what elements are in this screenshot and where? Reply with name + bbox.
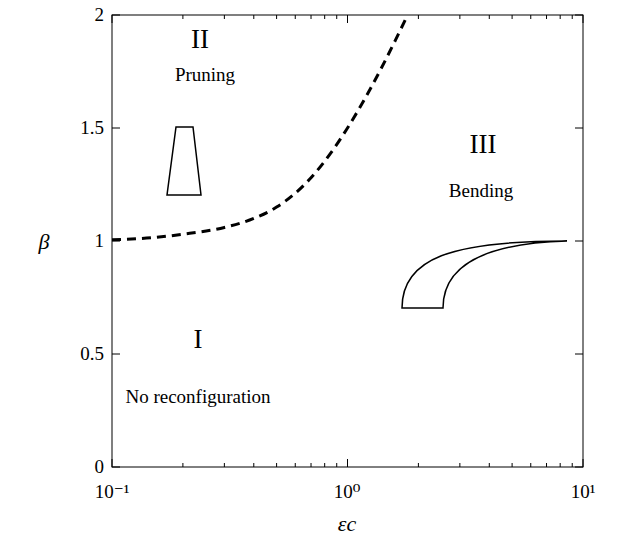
- tick-label: 1: [95, 230, 105, 252]
- tick-label: 0: [95, 456, 105, 478]
- x-tick: [530, 463, 531, 467]
- chart-lines: [112, 15, 583, 467]
- tick-label: 10⁻¹: [95, 481, 130, 503]
- x-tick: [572, 463, 573, 467]
- x-tick: [324, 463, 325, 467]
- x-tick: [336, 15, 337, 19]
- x-tick: [295, 15, 296, 19]
- region-name: Pruning: [175, 64, 235, 86]
- pruned-stem-glyph: [167, 127, 201, 195]
- x-tick: [311, 15, 312, 19]
- y-tick: [112, 15, 120, 16]
- axis-label: β: [39, 229, 50, 254]
- x-tick: [324, 15, 325, 19]
- x-tick: [336, 463, 337, 467]
- y-tick: [112, 128, 120, 129]
- x-tick: [459, 463, 460, 467]
- region-number: III: [470, 129, 497, 160]
- plot-frame: [112, 15, 583, 467]
- y-tick: [575, 241, 583, 242]
- x-tick: [224, 15, 225, 19]
- x-tick: [112, 15, 113, 23]
- x-tick: [459, 15, 460, 19]
- x-tick: [560, 15, 561, 19]
- bent-stem-glyph: [402, 241, 567, 308]
- region-number: II: [191, 24, 209, 55]
- x-tick: [311, 463, 312, 467]
- x-tick: [182, 463, 183, 467]
- x-tick: [418, 15, 419, 19]
- x-tick: [512, 463, 513, 467]
- axis-label: εc: [338, 511, 356, 536]
- x-tick: [512, 15, 513, 19]
- y-tick: [575, 354, 583, 355]
- tick-label: 10¹: [571, 481, 596, 503]
- x-tick: [583, 459, 584, 467]
- x-tick: [489, 463, 490, 467]
- x-tick: [224, 463, 225, 467]
- x-tick: [546, 15, 547, 19]
- y-tick: [575, 15, 583, 16]
- tick-label: 10⁰: [334, 481, 361, 503]
- x-tick: [295, 463, 296, 467]
- x-tick: [560, 463, 561, 467]
- x-tick: [489, 15, 490, 19]
- y-tick: [112, 467, 120, 468]
- y-tick: [575, 467, 583, 468]
- x-tick: [546, 463, 547, 467]
- x-tick: [572, 15, 573, 19]
- x-tick: [276, 463, 277, 467]
- region-name: Bending: [449, 180, 513, 202]
- x-tick: [418, 463, 419, 467]
- region-number: I: [194, 324, 203, 355]
- tick-label: 2: [95, 4, 105, 26]
- y-tick: [575, 128, 583, 129]
- y-tick: [112, 354, 120, 355]
- tick-label: 1.5: [80, 117, 104, 139]
- x-tick: [253, 463, 254, 467]
- x-tick: [276, 15, 277, 19]
- x-tick: [112, 459, 113, 467]
- x-tick: [182, 15, 183, 19]
- x-tick: [530, 15, 531, 19]
- x-tick: [253, 15, 254, 19]
- regime-boundary: [112, 15, 408, 240]
- x-tick: [583, 15, 584, 23]
- tick-label: 0.5: [80, 343, 104, 365]
- x-tick: [347, 15, 348, 23]
- x-tick: [347, 459, 348, 467]
- region-name: No reconfiguration: [118, 386, 278, 408]
